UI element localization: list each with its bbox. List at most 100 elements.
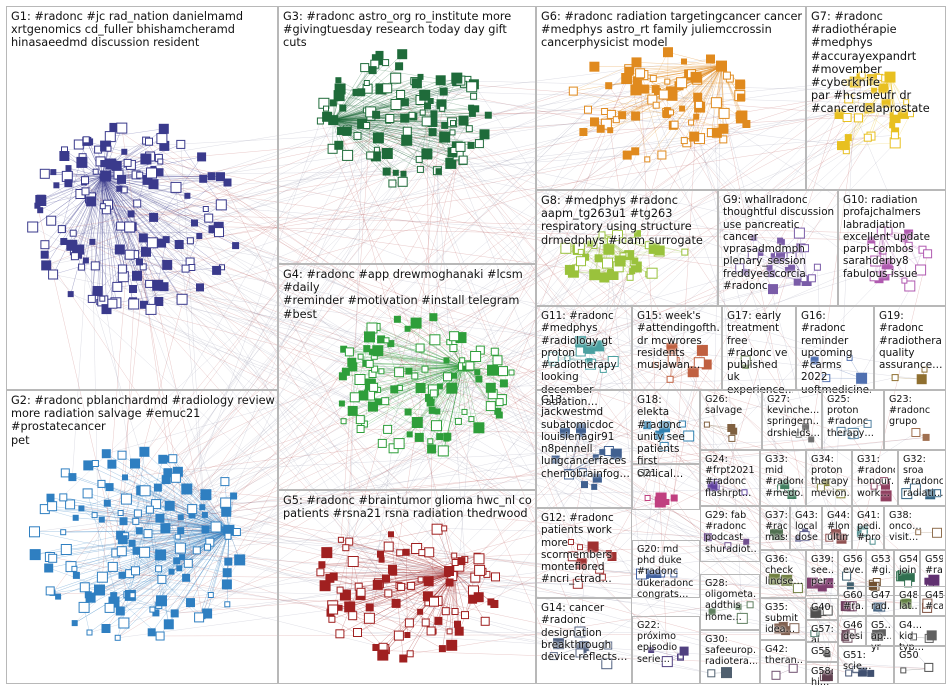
group-cell-g31: G31: #radonc honour… work…: [852, 450, 898, 506]
group-label: G16: #radonc reminder upcoming #carms 20…: [801, 310, 871, 396]
group-cell-g13: G13: jackwestmd subatomicdoc louisienagi…: [536, 390, 632, 508]
group-cell-g39: G39: see… per…: [806, 550, 838, 596]
group-label: G54: join…: [899, 554, 917, 576]
group-cell-g25: G25: proton #radonc therapy…: [822, 390, 884, 450]
group-label: G33: mid #radonc #medo…: [765, 454, 803, 499]
group-cell-g33: G33: mid #radonc #medo…: [760, 450, 806, 506]
group-cell-g26: G26: salvage: [700, 390, 762, 450]
group-label: G2: #radonc pblanchardmd #radiology revi…: [11, 394, 275, 447]
group-cell-g2: G2: #radonc pblanchardmd #radiology revi…: [6, 390, 278, 684]
group-label: G28: oligometa… addthis home…: [705, 578, 757, 623]
group-cell-g50: G50: [894, 646, 946, 684]
group-cell-g21: G21: [632, 464, 700, 510]
group-label: G42: theran…: [765, 644, 803, 666]
group-cell-g4x: G4… kid typ…: [894, 616, 946, 646]
group-label: G58: hi…: [811, 666, 835, 688]
group-cell-g24: G24: #frpt2021 #radonc flashrpt…: [700, 450, 760, 506]
group-label: G10: radiation profajchalmers labradiati…: [843, 194, 943, 280]
group-cell-g35: G35: submit idea…: [760, 598, 806, 640]
group-label: G9: whallradonc thoughtful discussion us…: [723, 194, 835, 292]
group-cell-g28: G28: oligometa… addthis home…: [700, 574, 760, 630]
group-label: G32: sroa #radonc radiati…: [903, 454, 943, 499]
group-cell-g5: G5: #radonc #braintumor glioma hwc_nl co…: [278, 490, 536, 684]
group-label: G23: #radonc grupo: [889, 394, 943, 428]
group-label: G47: rad…: [871, 590, 891, 612]
group-cell-g9: G9: whallradonc thoughtful discussion us…: [718, 190, 838, 306]
group-cell-g30: G30: safeeurop… radiotera…: [700, 630, 760, 684]
group-cell-g27: G27: kevinche… springern… drshields…: [762, 390, 822, 450]
group-cell-g42: G42: theran…: [760, 640, 806, 684]
group-cell-g22: G22: próximo episodio serie…: [632, 616, 700, 684]
group-cell-g34: G34: proton therapy mevion…: [806, 450, 852, 506]
group-label: G41: pedi… #prot…: [857, 510, 881, 544]
group-label: G8: #medphys #radonc aapm_tg263u1 #tg263…: [541, 194, 715, 247]
group-label: G15: week's #attendingofth… dr mcwrores …: [637, 310, 719, 371]
group-cell-g18: G18: elekta #radonc unity see patients f…: [632, 390, 700, 464]
group-label: G12: #radonc patients work more scormemb…: [541, 512, 629, 586]
group-label: G55: [811, 646, 835, 657]
group-label: G51: scie…: [843, 650, 891, 672]
group-label: G7: #radonc #radiothérapie #medphys #acc…: [811, 10, 943, 116]
group-cell-g10: G10: radiation profajchalmers labradiati…: [838, 190, 946, 306]
group-cell-g60: G60: #ra…: [838, 586, 866, 616]
group-label: G13: jackwestmd subatomicdoc louisienagi…: [541, 394, 629, 480]
group-label: G40: [811, 602, 835, 613]
group-label: G4: #radonc #app drewmoghanaki #lcsm #da…: [283, 268, 533, 321]
group-label: G48: lat…: [899, 590, 917, 612]
group-cell-g38: G38: onco… visit…: [884, 506, 946, 550]
group-cell-g4: G4: #radonc #app drewmoghanaki #lcsm #da…: [278, 264, 536, 490]
group-label: G6: #radonc radiation targetingcancer ca…: [541, 10, 803, 50]
group-label: G5: #radonc #braintumor glioma hwc_nl co…: [283, 494, 533, 520]
group-label: G50: [899, 650, 943, 661]
group-label: G14: cancer #radonc designation breakthr…: [541, 602, 629, 663]
group-cell-g51: G51: scie…: [838, 646, 894, 684]
group-cell-g7: G7: #radonc #radiothérapie #medphys #acc…: [806, 6, 946, 190]
group-label: G37: #rado… massi…: [765, 510, 787, 544]
group-label: G35: submit idea…: [765, 602, 803, 636]
group-cell-g41: G41: pedi… #prot…: [852, 506, 884, 550]
group-label: G27: kevinche… springern… drshields…: [767, 394, 819, 439]
group-cell-g12: G12: #radonc patients work more scormemb…: [536, 508, 632, 598]
group-cell-g43: G43: local dose…: [790, 506, 822, 550]
group-cell-g37: G37: #rado… massi…: [760, 506, 790, 550]
group-cell-g32: G32: sroa #radonc radiati…: [898, 450, 946, 506]
group-label: G59: #ra…: [925, 554, 943, 576]
group-cell-g19: G19: #radonc #radiothera… quality assura…: [874, 306, 946, 390]
group-cell-g15: G15: week's #attendingofth… dr mcwrores …: [632, 306, 722, 390]
group-cell-g17: G17: early treatment free #radonc ve pub…: [722, 306, 796, 390]
group-label: G38: onco… visit…: [889, 510, 943, 544]
group-cell-g40: G40: [806, 598, 838, 620]
group-label: G1: #radonc #jc rad_nation danielmamd xr…: [11, 10, 275, 50]
group-label: G56: eve…: [843, 554, 863, 576]
group-cell-g58: G58: hi…: [806, 662, 838, 684]
group-cell-g1: G1: #radonc #jc rad_nation danielmamd xr…: [6, 6, 278, 390]
group-label: G3: #radonc astro_org ro_institute more …: [283, 10, 533, 50]
group-cell-g11: G11: #radonc #medphys #radiology gt prot…: [536, 306, 632, 390]
group-cell-g6: G6: #radonc radiation targetingcancer ca…: [536, 6, 806, 190]
group-label: G46: desi…: [843, 620, 863, 642]
group-label: G19: #radonc #radiothera… quality assura…: [879, 310, 943, 371]
group-label: G43: local dose…: [795, 510, 819, 544]
group-cell-g8: G8: #medphys #radonc aapm_tg263u1 #tg263…: [536, 190, 718, 306]
group-label: G34: proton therapy mevion…: [811, 454, 849, 499]
group-label: G30: safeeurop… radiotera…: [705, 634, 757, 668]
group-label: G20: md phd duke #radonc dukeradonc cong…: [637, 544, 697, 600]
group-cell-g3: G3: #radonc astro_org ro_institute more …: [278, 6, 536, 264]
group-cell-g48: G48: lat…: [894, 586, 920, 616]
group-cell-g36: G36: check lindse…: [760, 550, 806, 598]
group-cell-g46: G46: desi…: [838, 616, 866, 646]
group-label: G53: #gi…: [871, 554, 891, 576]
group-cell-g29: G29: fab #radonc podcast shuradiot…: [700, 506, 760, 562]
group-cell-g5x: G5… ap… yr: [866, 616, 894, 646]
group-cell-g14: G14: cancer #radonc designation breakthr…: [536, 598, 632, 684]
group-label: G31: #radonc honour… work…: [857, 454, 895, 499]
group-label: G21: [637, 468, 697, 479]
group-cell-g16: G16: #radonc reminder upcoming #carms 20…: [796, 306, 874, 390]
group-label: G60: #ra…: [843, 590, 863, 612]
group-cell-g47: G47: rad…: [866, 586, 894, 616]
group-label: G17: early treatment free #radonc ve pub…: [727, 310, 793, 396]
group-label: G29: fab #radonc podcast shuradiot…: [705, 510, 757, 555]
group-label: G22: próximo episodio serie…: [637, 620, 697, 665]
group-label: G24: #frpt2021 #radonc flashrpt…: [705, 454, 757, 499]
